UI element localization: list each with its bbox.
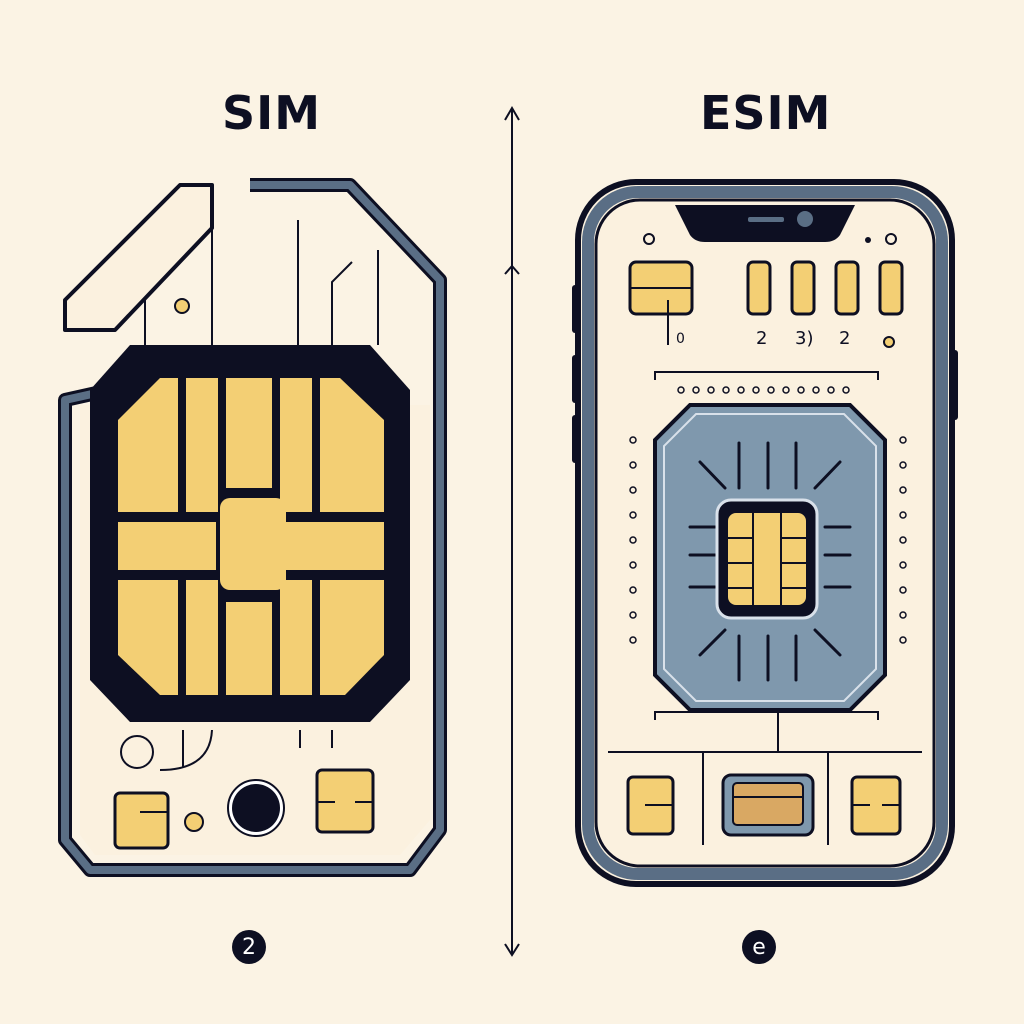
double-arrow-icon: [504, 106, 520, 957]
pin-label: 0: [676, 331, 685, 347]
pin-label: 2: [839, 328, 851, 349]
sim-card-icon: [58, 178, 447, 877]
sim-badge: 2: [232, 930, 266, 964]
esim-badge: e: [742, 930, 776, 964]
esim-title: ESIM: [700, 86, 832, 140]
phone-icon: [572, 179, 958, 887]
sim-title: SIM: [222, 86, 322, 140]
pin-label: 2: [756, 328, 768, 349]
pin-label: 3): [795, 328, 814, 349]
